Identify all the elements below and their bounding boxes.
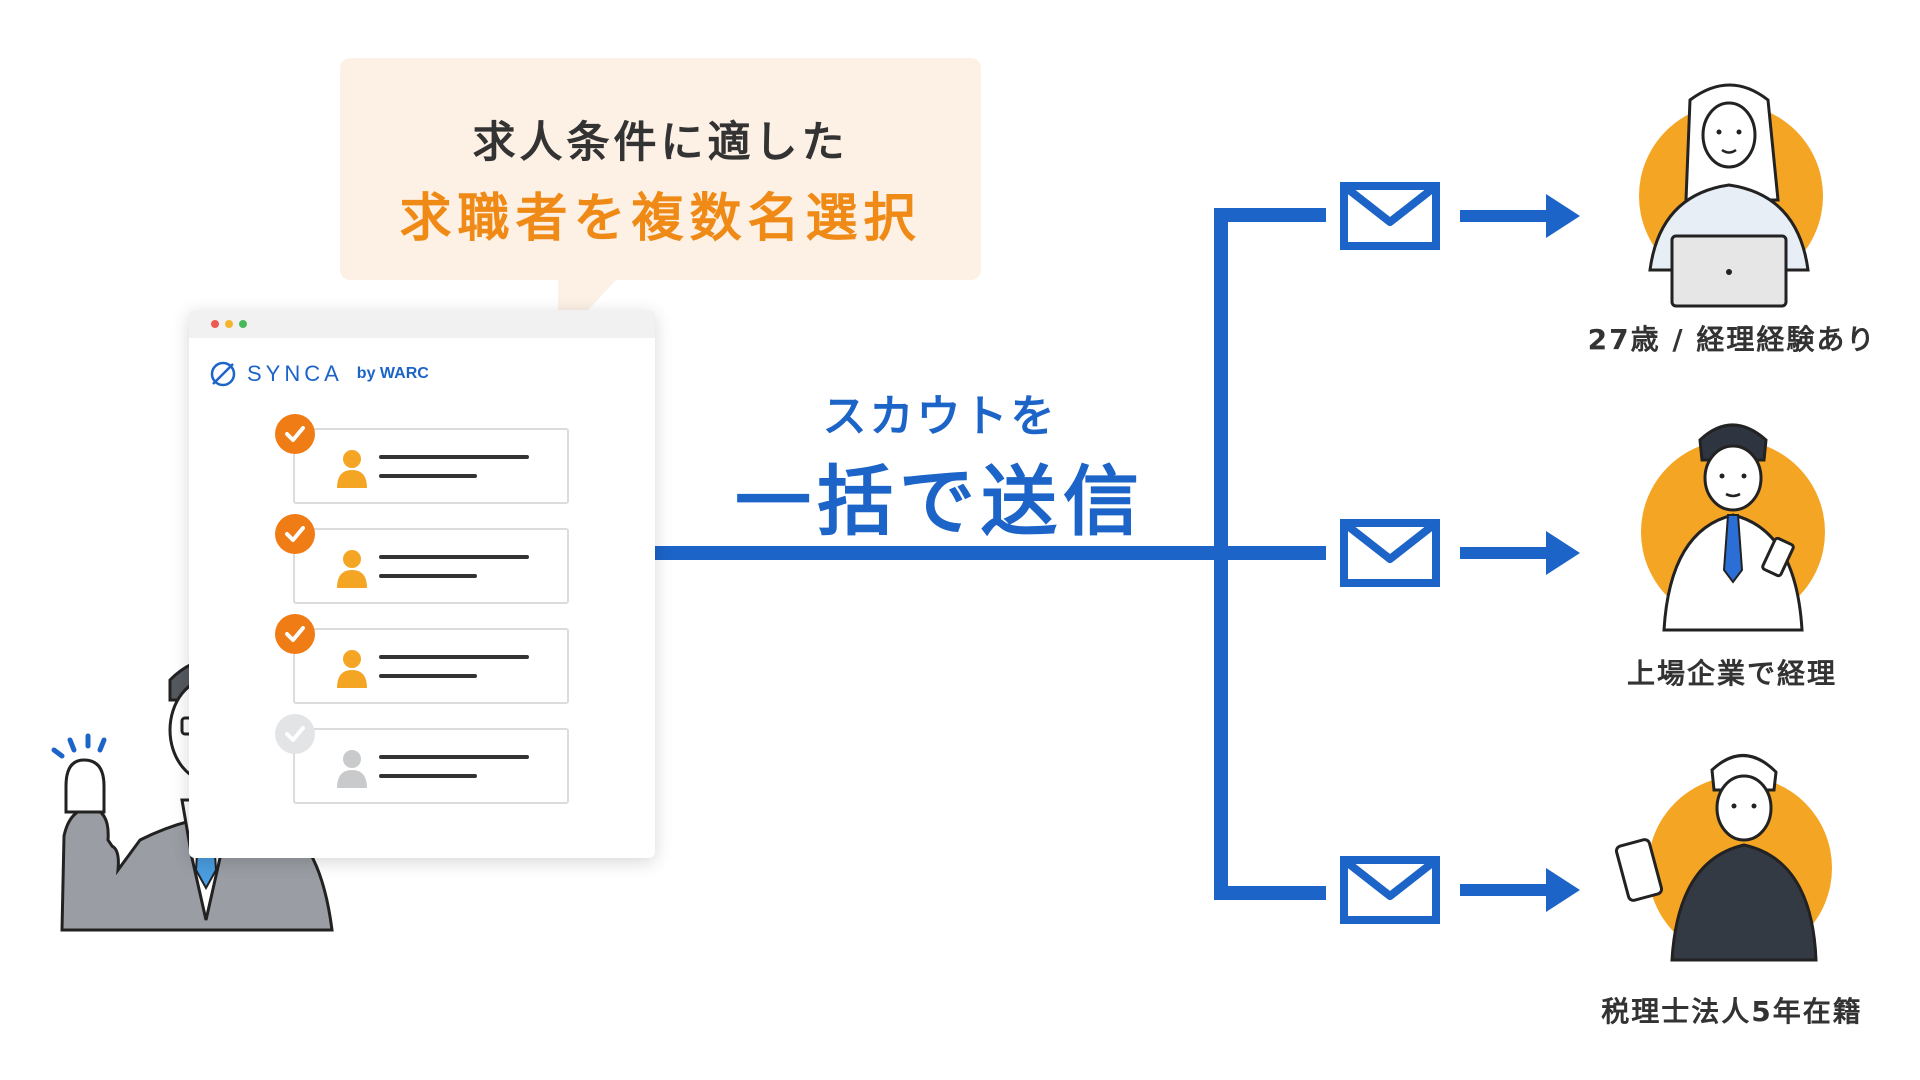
checkbox-checked-icon[interactable] [275, 514, 315, 554]
recipient-label: 27歳 / 経理経験あり [1572, 318, 1892, 358]
brand-sub: by WARC [357, 365, 429, 383]
synca-logo-icon [209, 360, 237, 388]
candidate-name-placeholder [379, 655, 529, 659]
envelope-icon [1344, 860, 1436, 920]
synca-logo: SYNCA by WARC [209, 360, 429, 388]
checkbox-checked-icon[interactable] [275, 614, 315, 654]
arrow-right-icon [1460, 531, 1580, 575]
candidate-name-placeholder [379, 555, 529, 559]
maximize-dot-icon [239, 320, 247, 328]
branch-bottom [1214, 886, 1326, 900]
scout-label: スカウトを [740, 380, 1140, 444]
arrow-right-icon [1460, 194, 1580, 238]
checkbox-unchecked-icon[interactable] [275, 714, 315, 754]
brand-name: SYNCA [247, 361, 343, 387]
envelope-icon [1344, 523, 1436, 583]
minimize-dot-icon [225, 320, 233, 328]
bulk-send-label: 一括で送信 [720, 440, 1160, 550]
sparkle-lines-icon [54, 736, 104, 756]
bubble-highlight: 求職者を複数名選択 [340, 176, 981, 251]
candidate-detail-placeholder [379, 774, 477, 778]
man-with-phone-illustration [1641, 425, 1825, 630]
person-icon [335, 548, 369, 588]
checkbox-checked-icon[interactable] [275, 414, 315, 454]
person-icon [335, 648, 369, 688]
speech-bubble: 求人条件に適した 求職者を複数名選択 [340, 58, 981, 280]
woman-with-laptop-illustration [1639, 85, 1823, 306]
bubble-heading: 求人条件に適した [340, 108, 981, 170]
envelope-icon [1344, 186, 1436, 246]
candidate-card[interactable] [293, 528, 569, 604]
arrow-right-icon [1460, 868, 1580, 912]
candidate-card[interactable] [293, 728, 569, 804]
recipient-label: 上場企業で経理 [1572, 652, 1892, 692]
candidate-detail-placeholder [379, 474, 477, 478]
window-titlebar [189, 310, 655, 338]
close-dot-icon [211, 320, 219, 328]
person-icon [335, 448, 369, 488]
branch-top [1214, 208, 1326, 222]
person-icon [335, 748, 369, 788]
recipient-label: 税理士法人5年在籍 [1572, 990, 1892, 1030]
candidate-card[interactable] [293, 428, 569, 504]
synca-app-window: SYNCA by WARC [189, 310, 655, 858]
candidate-name-placeholder [379, 755, 529, 759]
candidate-name-placeholder [379, 455, 529, 459]
candidate-detail-placeholder [379, 674, 477, 678]
man-thinking-illustration [1615, 755, 1832, 960]
branch-middle [1214, 546, 1326, 560]
candidate-card[interactable] [293, 628, 569, 704]
candidate-detail-placeholder [379, 574, 477, 578]
